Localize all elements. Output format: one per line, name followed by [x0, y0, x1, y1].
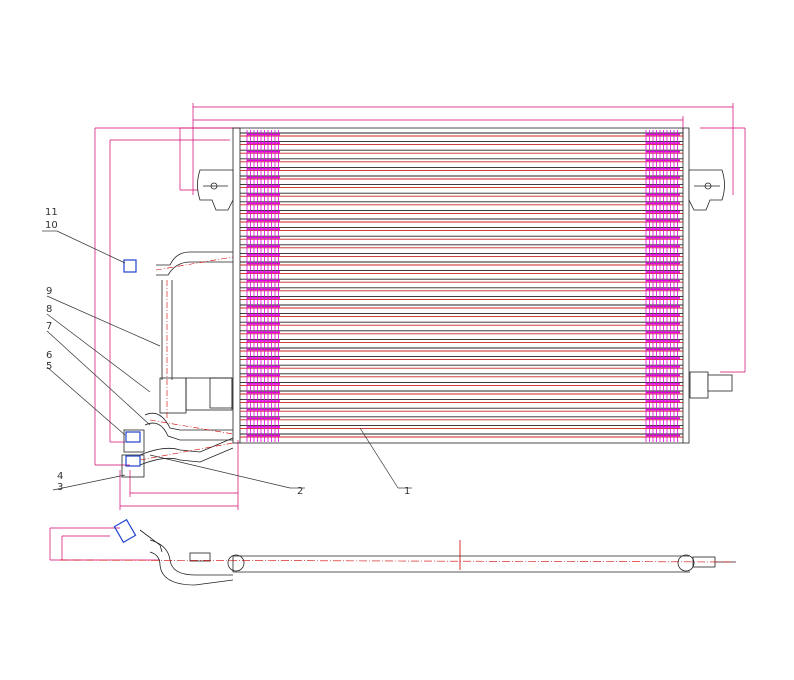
dimension-lines — [49, 103, 746, 561]
condenser-core — [232, 127, 690, 444]
callout-10: 10 — [45, 220, 58, 231]
side-view — [59, 529, 737, 586]
blue-fitting-icon — [113, 259, 141, 544]
callout-5: 5 — [46, 361, 52, 372]
callout-6: 6 — [46, 350, 52, 361]
callout-labels: 11 10 9 8 7 6 5 4 3 2 1 — [45, 207, 410, 497]
callout-9: 9 — [46, 286, 52, 297]
callout-8: 8 — [46, 304, 52, 315]
callout-11: 11 — [45, 207, 58, 218]
pipework-left — [121, 251, 234, 478]
callout-1: 1 — [404, 486, 410, 497]
tube-array — [240, 132, 683, 438]
callout-2: 2 — [297, 486, 303, 497]
callout-7: 7 — [46, 321, 52, 332]
fin-blocks — [246, 130, 680, 442]
callout-4: 4 — [57, 471, 63, 482]
mounting-brackets — [197, 169, 733, 399]
callout-3: 3 — [57, 482, 63, 493]
callout-leaders — [42, 230, 412, 491]
